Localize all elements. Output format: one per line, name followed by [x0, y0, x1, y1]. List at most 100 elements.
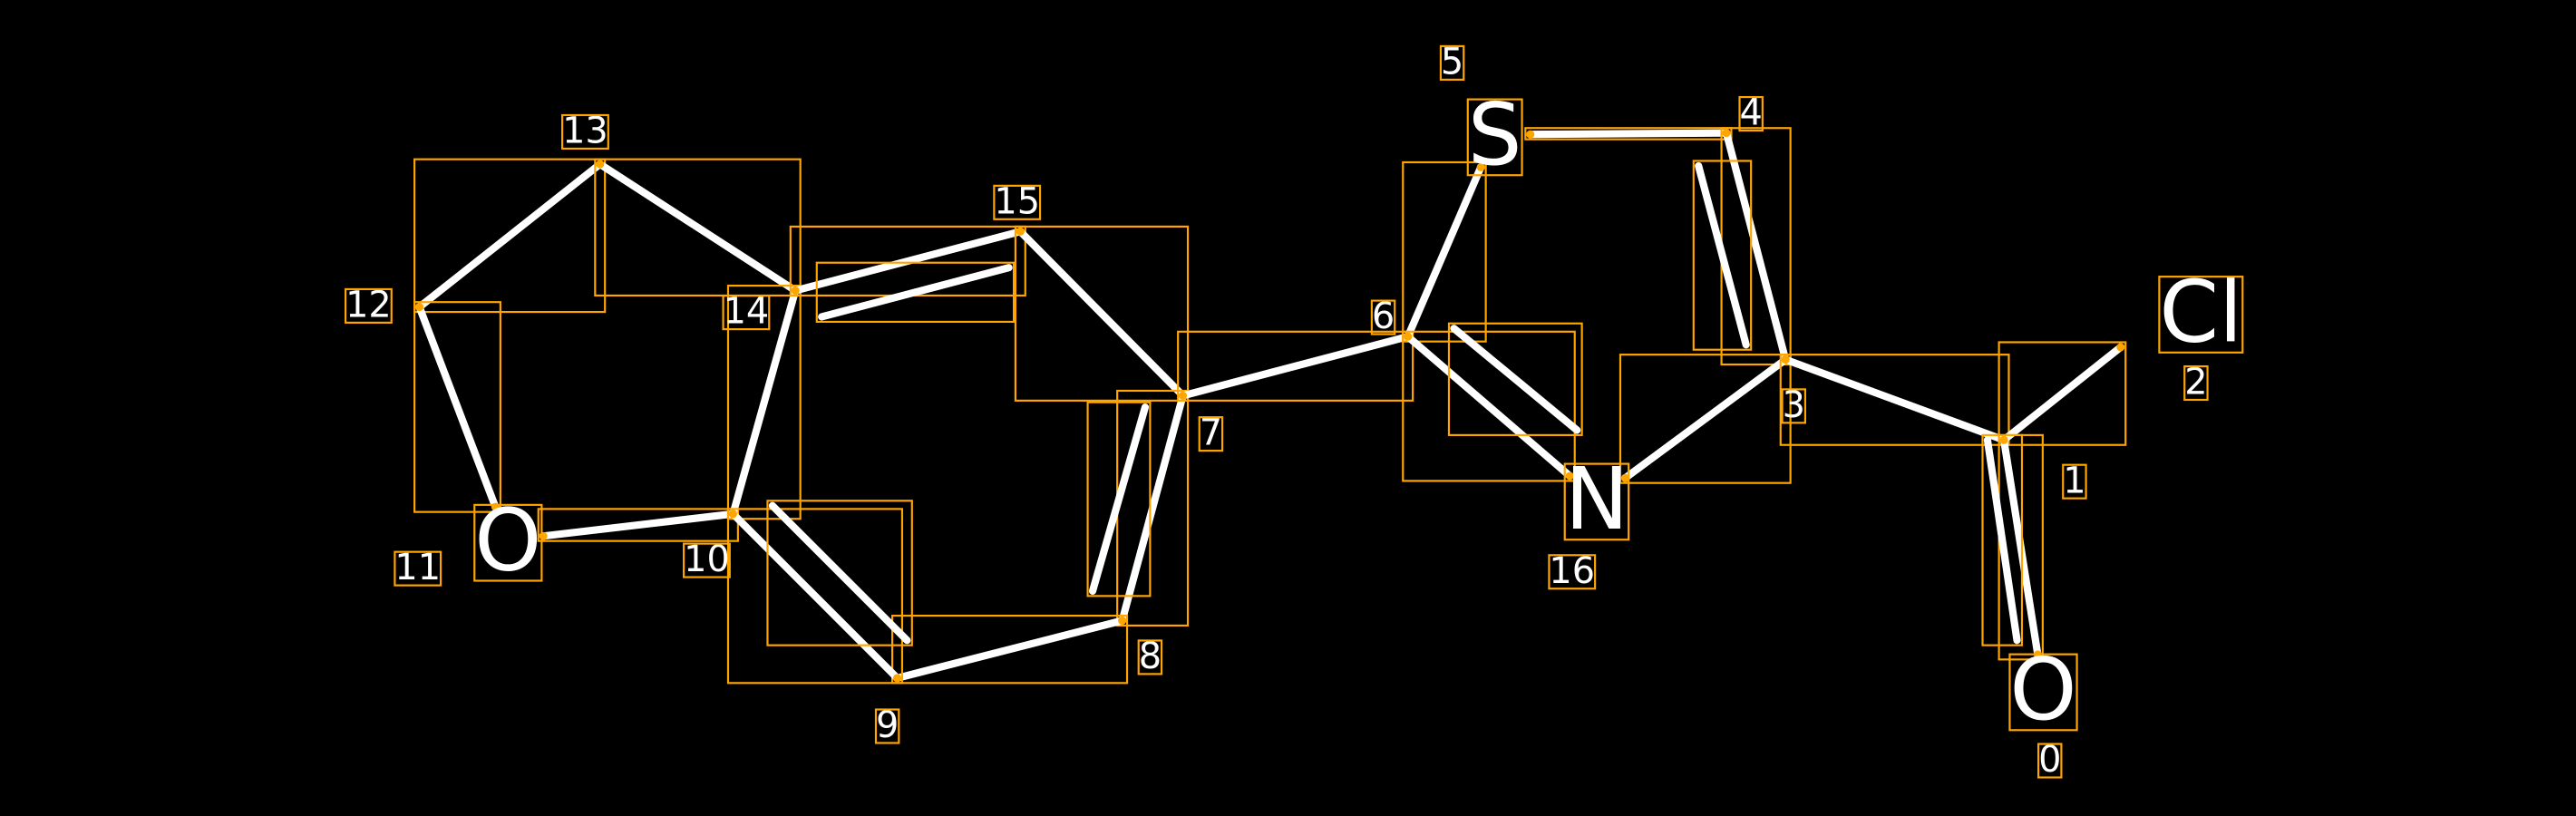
bond-14-15-second-line	[818, 264, 1013, 321]
bond-10-14-box	[726, 285, 802, 520]
bond-13-12	[415, 160, 604, 311]
atom-label-5: S	[1468, 86, 1522, 185]
atom-label-0: O	[2009, 641, 2076, 740]
bond-11-10-box	[537, 508, 739, 542]
atom-index-4: 4	[1739, 92, 1762, 134]
bond-7-8-second-line	[1088, 403, 1150, 595]
atom-index-box	[2036, 743, 2063, 779]
bond-1-2-box	[1998, 341, 2127, 446]
atom-index-1: 1	[2063, 460, 2085, 501]
atom-label-box	[2008, 653, 2078, 732]
bond-endpoint	[728, 510, 737, 519]
bond-endpoint	[892, 674, 902, 683]
atom-index-box	[394, 550, 442, 587]
atom-index-0: 0	[2038, 739, 2061, 781]
atom-index-box	[683, 542, 731, 578]
atom-index-6: 6	[1372, 296, 1395, 337]
bond-6-5	[1404, 163, 1485, 341]
atom-index-box	[1198, 416, 1224, 452]
bond-9-10-second-line	[768, 501, 911, 645]
bond-5-4	[1526, 129, 1731, 139]
bond-7-6	[1179, 333, 1412, 400]
atom-index-box	[1781, 388, 1807, 424]
atom-index-8: 8	[1139, 636, 1162, 677]
atom-label-2: Cl	[2159, 264, 2242, 363]
atom-index-box	[561, 113, 609, 151]
bond-7-6-box	[1177, 330, 1414, 402]
atom-index-5: 5	[1441, 41, 1463, 83]
atom-index-3: 3	[1783, 384, 1805, 426]
bond-endpoint	[1476, 162, 1485, 171]
bond-12-11	[415, 303, 500, 511]
bond-1-0-second-line	[1983, 436, 2021, 645]
atom-index-2: 2	[2184, 362, 2207, 403]
atom-label-11: O	[474, 491, 541, 590]
bond-14-15-second-box	[815, 261, 1016, 324]
bond-4-3	[1722, 129, 1790, 364]
atom-index-box	[1439, 44, 1465, 81]
bond-endpoint	[1565, 471, 1574, 481]
bond-endpoint	[415, 303, 424, 312]
atom-label-box	[473, 503, 543, 582]
atom-index-16: 16	[1549, 550, 1595, 592]
bond-12-11-box	[413, 301, 501, 513]
bond-endpoint	[1118, 616, 1127, 626]
atom-index-9: 9	[876, 704, 899, 746]
atom-index-box	[874, 708, 900, 744]
atom-index-box	[1548, 554, 1597, 590]
atom-index-box	[722, 295, 771, 331]
bond-5-4-box	[1524, 127, 1733, 141]
bond-11-10	[540, 510, 737, 540]
bond-endpoint	[1179, 391, 1188, 400]
atom-index-box	[993, 184, 1042, 220]
bond-13-14	[596, 160, 800, 295]
bond-7-8	[1118, 392, 1187, 625]
bond-3-1	[1782, 355, 2008, 444]
atom-label-box	[1563, 462, 1630, 541]
atom-label-16: N	[1565, 451, 1628, 549]
bond-10-14	[729, 287, 800, 518]
atom-index-box	[344, 287, 393, 324]
bond-6-16-second-box	[1447, 322, 1583, 436]
bond-endpoint	[1526, 130, 1535, 139]
bond-9-10	[729, 510, 901, 682]
bond-endpoint	[1016, 227, 1025, 236]
bond-1-2	[1999, 343, 2124, 444]
bond-8-9	[893, 617, 1126, 682]
atom-index-14: 14	[724, 291, 770, 333]
bond-8-9-box	[890, 614, 1129, 685]
bond-13-12-box	[413, 158, 607, 314]
atom-index-box	[1137, 639, 1163, 675]
atom-index-box	[2062, 463, 2087, 500]
atom-label-box	[1466, 98, 1523, 177]
bond-endpoint	[1781, 355, 1790, 364]
atom-index-box	[2183, 364, 2209, 402]
bond-3-16-box	[1619, 354, 1792, 484]
bond-15-7-box	[1014, 225, 1190, 402]
bond-6-5-box	[1402, 160, 1487, 343]
bond-14-15	[792, 228, 1025, 295]
atom-index-box	[1738, 95, 1764, 132]
bond-endpoint	[1620, 473, 1629, 482]
atom-index-13: 13	[562, 111, 608, 152]
bond-1-0-second-box	[1981, 433, 2024, 646]
atom-index-12: 12	[345, 284, 392, 325]
bond-endpoint	[1722, 129, 1731, 138]
bond-3-1-box	[1779, 354, 2010, 446]
bond-1-0	[1999, 436, 2042, 659]
atom-label-box	[2158, 276, 2244, 354]
bond-3-16	[1621, 355, 1790, 482]
bond-9-10-box	[726, 508, 904, 685]
bond-4-3-second-line	[1695, 161, 1750, 349]
bond-6-16	[1404, 333, 1574, 481]
bond-9-10-second-box	[766, 500, 913, 646]
bond-endpoint	[2116, 343, 2125, 352]
bond-6-16-second-line	[1450, 325, 1581, 434]
bond-7-8-second-box	[1086, 401, 1152, 597]
atom-index-10: 10	[684, 539, 730, 580]
atom-index-15: 15	[994, 180, 1040, 222]
atom-index-box	[1370, 299, 1396, 335]
bond-endpoint	[1999, 435, 2008, 444]
